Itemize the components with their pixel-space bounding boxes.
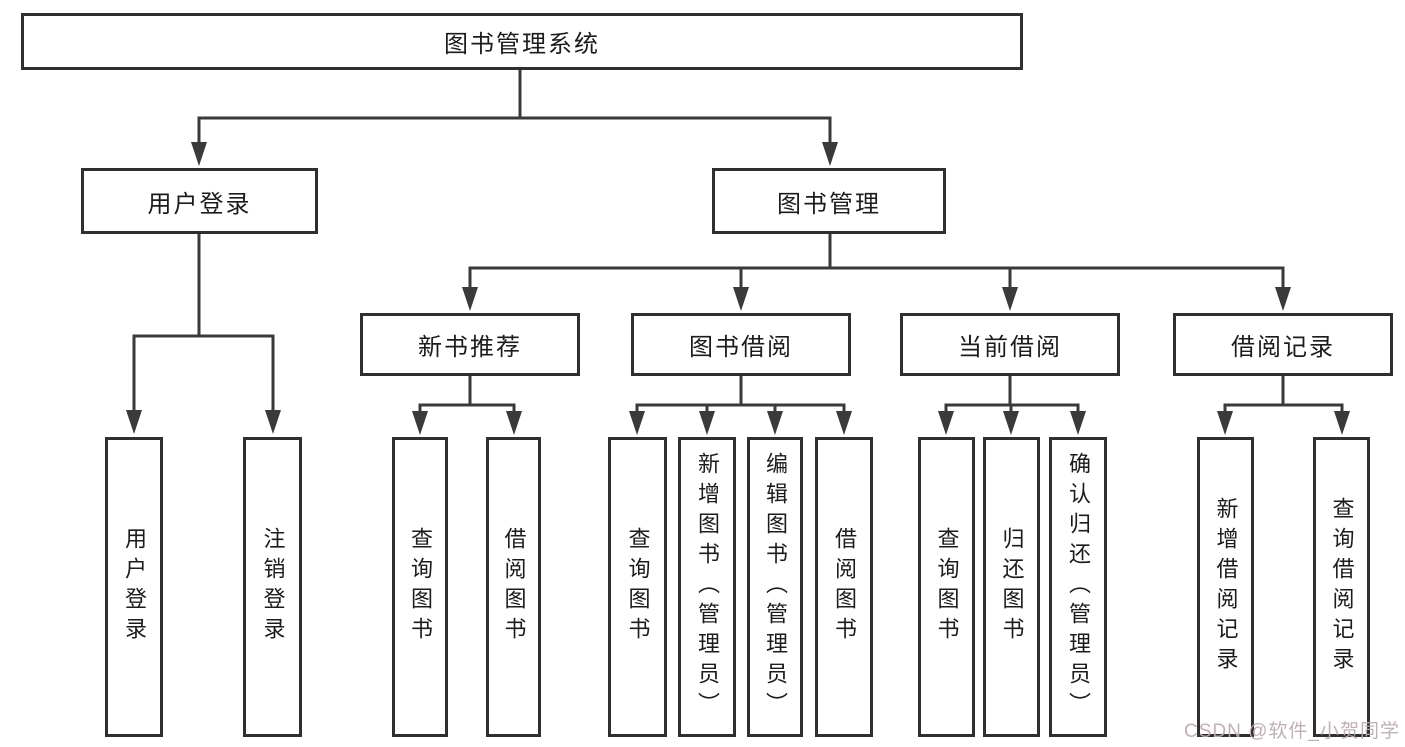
node-br-add-record-label: 新增借阅记录 bbox=[1213, 497, 1239, 677]
arrow-down-icon bbox=[1003, 411, 1019, 435]
node-bb-borrow-books-label: 借阅图书 bbox=[832, 527, 857, 647]
node-book-borrowing: 图书借阅 bbox=[631, 313, 851, 376]
node-logout-leaf-label: 注销登录 bbox=[260, 527, 286, 647]
node-user-login-label: 用户登录 bbox=[147, 190, 252, 218]
node-new-book-recommend-label: 新书推荐 bbox=[418, 334, 522, 361]
node-book-management: 图书管理 bbox=[712, 168, 946, 234]
arrow-down-icon bbox=[767, 411, 783, 435]
node-user-login-leaf-label: 用户登录 bbox=[122, 527, 147, 647]
node-nb-borrow-books: 借阅图书 bbox=[486, 437, 541, 737]
node-cb-confirm-return: 确认归还（管理员） bbox=[1049, 437, 1107, 737]
node-bb-query-books: 查询图书 bbox=[608, 437, 667, 737]
node-br-query-record-label: 查询借阅记录 bbox=[1329, 497, 1355, 677]
arrow-down-icon bbox=[836, 411, 852, 435]
arrow-down-icon bbox=[412, 411, 428, 435]
arrow-down-icon bbox=[822, 142, 838, 166]
node-cb-query-books-label: 查询图书 bbox=[934, 527, 960, 647]
arrow-down-icon bbox=[191, 142, 207, 166]
arrow-down-icon bbox=[733, 287, 749, 311]
node-bb-borrow-books: 借阅图书 bbox=[815, 437, 873, 737]
node-cb-confirm-return-label: 确认归还（管理员） bbox=[1066, 452, 1091, 722]
node-logout-leaf: 注销登录 bbox=[243, 437, 302, 737]
arrow-down-icon bbox=[699, 411, 715, 435]
node-bb-query-books-label: 查询图书 bbox=[625, 527, 651, 647]
node-cb-query-books: 查询图书 bbox=[918, 437, 975, 737]
arrow-down-icon bbox=[506, 411, 522, 435]
node-nb-query-books-label: 查询图书 bbox=[408, 527, 433, 647]
node-book-management-label: 图书管理 bbox=[777, 190, 881, 218]
node-root-label: 图书管理系统 bbox=[444, 31, 600, 58]
node-root: 图书管理系统 bbox=[21, 13, 1023, 70]
node-new-book-recommend: 新书推荐 bbox=[360, 313, 580, 376]
arrowheads bbox=[126, 142, 1350, 435]
node-br-add-record: 新增借阅记录 bbox=[1197, 437, 1254, 737]
node-user-login-leaf: 用户登录 bbox=[105, 437, 163, 737]
node-current-borrowing-label: 当前借阅 bbox=[958, 334, 1062, 361]
node-current-borrowing: 当前借阅 bbox=[900, 313, 1120, 376]
node-cb-return-books-label: 归还图书 bbox=[999, 527, 1025, 647]
node-user-login: 用户登录 bbox=[81, 168, 318, 234]
arrow-down-icon bbox=[265, 410, 281, 434]
arrow-down-icon bbox=[1334, 411, 1350, 435]
node-nb-borrow-books-label: 借阅图书 bbox=[501, 527, 527, 647]
node-bb-add-books-label: 新增图书（管理员） bbox=[695, 452, 720, 722]
arrow-down-icon bbox=[1275, 287, 1291, 311]
csdn-watermark: CSDN @软件_小贺同学 bbox=[1184, 721, 1400, 742]
arrow-down-icon bbox=[1070, 411, 1086, 435]
node-borrow-records: 借阅记录 bbox=[1173, 313, 1393, 376]
node-cb-return-books: 归还图书 bbox=[983, 437, 1040, 737]
arrow-down-icon bbox=[1217, 411, 1233, 435]
node-bb-add-books: 新增图书（管理员） bbox=[678, 437, 736, 737]
node-br-query-record: 查询借阅记录 bbox=[1313, 437, 1370, 737]
node-nb-query-books: 查询图书 bbox=[392, 437, 448, 737]
node-borrow-records-label: 借阅记录 bbox=[1231, 334, 1335, 361]
node-bb-edit-books: 编辑图书（管理员） bbox=[747, 437, 803, 737]
arrow-down-icon bbox=[462, 287, 478, 311]
arrow-down-icon bbox=[629, 411, 645, 435]
arrow-down-icon bbox=[1002, 287, 1018, 311]
arrow-down-icon bbox=[126, 410, 142, 434]
node-bb-edit-books-label: 编辑图书（管理员） bbox=[763, 452, 788, 722]
arrow-down-icon bbox=[938, 411, 954, 435]
node-book-borrowing-label: 图书借阅 bbox=[689, 334, 793, 361]
